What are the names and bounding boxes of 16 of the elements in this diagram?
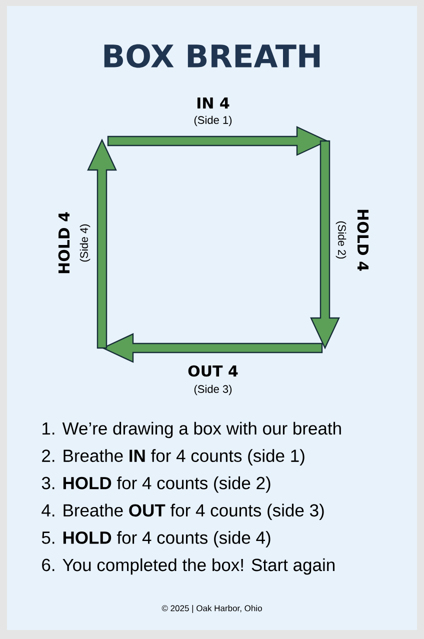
step-text: 5. HOLD for 4 counts (side 4) bbox=[42, 531, 270, 548]
side-note: (Side 1) bbox=[194, 116, 232, 126]
step-text: 6. You completed the box! Start again bbox=[42, 558, 334, 575]
step-text: 1. We’re drawing a box with our breath bbox=[42, 422, 341, 438]
side-note: (Side 3) bbox=[194, 384, 232, 396]
side-label: HOLD 4 bbox=[58, 212, 70, 274]
step-text: 3. HOLD for 4 counts (side 2) bbox=[42, 476, 270, 493]
step-text: 4. Breathe OUT for 4 counts (side 3) bbox=[42, 504, 324, 520]
step-text: 2. Breathe IN for 4 counts (side 1) bbox=[42, 449, 304, 466]
side-label: HOLD 4 bbox=[357, 210, 369, 271]
side-note: (Side 2) bbox=[336, 221, 346, 259]
side-label: OUT 4 bbox=[188, 365, 238, 377]
side-note: (Side 4) bbox=[80, 224, 90, 262]
footer-text: © 2025 | Oak Harbor, Ohio bbox=[162, 605, 262, 613]
title: BOX BREATH bbox=[104, 44, 320, 68]
side-label: IN 4 bbox=[197, 98, 230, 108]
